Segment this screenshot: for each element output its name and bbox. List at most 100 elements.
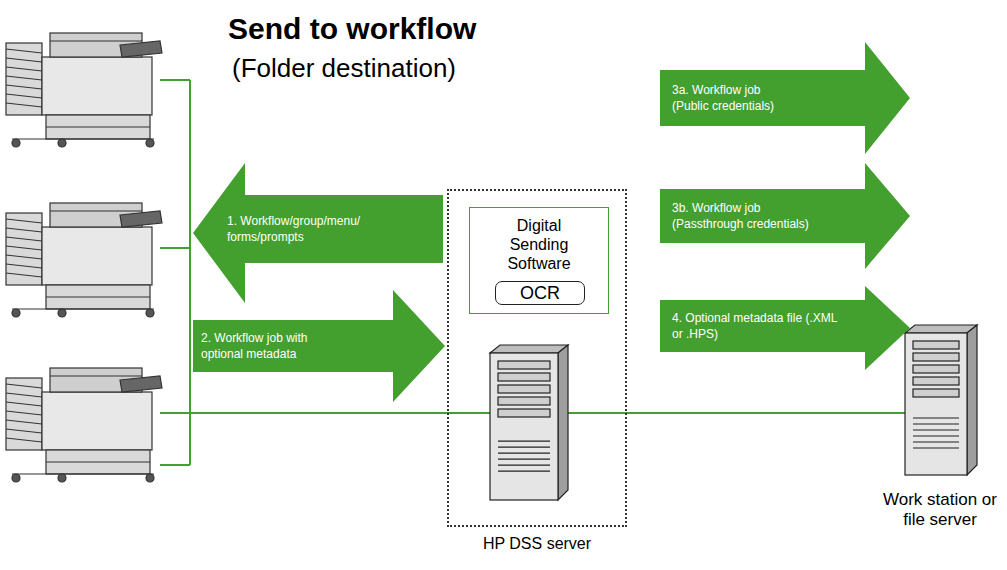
paper-drawers <box>46 115 150 139</box>
device-pictures <box>6 33 977 500</box>
stand <box>12 138 154 139</box>
wire <box>189 80 191 465</box>
subtitle: (Folder destination) <box>232 54 492 84</box>
paper-drawers <box>46 450 150 474</box>
software-box: Digital Sending SoftwareOCR <box>469 207 609 314</box>
server-label: HP DSS server <box>429 535 645 553</box>
server-top <box>905 325 977 333</box>
flow-arrow: 1. Workflow/group/menu/ forms/prompts <box>193 163 443 303</box>
printer-body <box>42 392 152 450</box>
flow-arrow: 3b. Workflow job (Passthrough credential… <box>660 163 910 269</box>
bin-line <box>6 94 42 98</box>
drive-bay <box>498 409 550 417</box>
drive-bay <box>913 341 959 349</box>
device-label: Work station or file server <box>880 490 1000 529</box>
vent-line <box>913 417 959 418</box>
server-boundary: HP DSS serverDigital Sending SoftwareOCR <box>447 189 627 527</box>
server-side <box>558 345 568 500</box>
output-bins <box>6 213 42 285</box>
bin-line <box>6 246 42 250</box>
wheel <box>12 474 20 482</box>
bin-line <box>6 103 42 107</box>
arrow-label: 4. Optional metadata file (.XML or .HPS) <box>672 310 840 342</box>
printer-body <box>42 57 152 115</box>
drawer-line <box>46 296 150 297</box>
drive-bay <box>498 373 550 381</box>
stand <box>12 473 154 474</box>
flow-arrow: 3a. Workflow job (Public credentials) <box>660 42 910 154</box>
vent-line <box>913 429 959 430</box>
printer-picture <box>6 203 162 317</box>
drive-bay <box>498 361 550 369</box>
arrow-shape <box>193 290 445 402</box>
arrow-fill <box>660 163 910 269</box>
diagram-title: Send to workflow <box>228 12 476 46</box>
arrow-label: 1. Workflow/group/menu/ forms/prompts <box>227 213 399 245</box>
vent-line <box>913 441 959 442</box>
flow-arrow: 4. Optional metadata file (.XML or .HPS) <box>660 286 910 370</box>
wire <box>160 247 190 249</box>
vent-line <box>913 423 959 424</box>
vent-line <box>498 465 550 466</box>
control-panel <box>120 376 162 392</box>
arrow-label: 2. Workflow job with optional metadata <box>201 330 341 362</box>
drive-bay <box>498 385 550 393</box>
bin-line <box>6 264 42 268</box>
server-front <box>490 353 558 500</box>
arrow-fill <box>193 163 443 303</box>
vent-line <box>913 435 959 436</box>
bin-line <box>6 237 42 241</box>
wire <box>160 464 190 466</box>
wheel <box>58 139 66 147</box>
vent-line <box>498 453 550 454</box>
vent-line <box>498 459 550 460</box>
vent-line <box>498 471 550 472</box>
wheel <box>146 309 154 317</box>
ocr-label: OCR <box>520 283 560 303</box>
bin-line <box>6 76 42 80</box>
bin-line <box>6 402 42 406</box>
scanner-lid <box>50 210 142 211</box>
bin-line <box>6 255 42 259</box>
output-bins <box>6 43 42 115</box>
bin-line <box>6 438 42 442</box>
drive-bay <box>913 365 959 373</box>
ocr-module: OCR <box>495 281 585 305</box>
wheel <box>146 474 154 482</box>
software-label: Digital Sending Software <box>497 216 581 273</box>
control-panel <box>120 41 162 57</box>
bin-line <box>6 49 42 53</box>
bin-line <box>6 411 42 415</box>
printer-picture <box>6 368 162 482</box>
arrow-shape <box>660 163 910 269</box>
server-picture <box>905 325 977 475</box>
drawer-line <box>46 461 150 462</box>
wheel <box>58 474 66 482</box>
arrow-label: 3a. Workflow job (Public credentials) <box>672 82 797 114</box>
bin-line <box>6 384 42 388</box>
bin-line <box>6 67 42 71</box>
bin-line <box>6 219 42 223</box>
bin-line <box>6 85 42 89</box>
arrow-fill <box>193 290 445 402</box>
vent-line <box>498 441 550 442</box>
wheel <box>58 309 66 317</box>
bin-line <box>6 273 42 277</box>
drive-bay <box>913 353 959 361</box>
vent-line <box>913 447 959 448</box>
printer-body <box>42 227 152 285</box>
arrow-fill <box>660 42 910 154</box>
arrow-shape <box>660 42 910 154</box>
drive-bay <box>913 377 959 385</box>
paper-drawers <box>46 285 150 309</box>
scanner-lid <box>50 375 142 376</box>
server-picture <box>490 345 568 500</box>
bin-line <box>6 429 42 433</box>
output-bins <box>6 378 42 450</box>
bin-line <box>6 58 42 62</box>
server-side <box>967 325 977 475</box>
bin-line <box>6 393 42 397</box>
wire <box>160 79 190 81</box>
drive-bay <box>498 397 550 405</box>
